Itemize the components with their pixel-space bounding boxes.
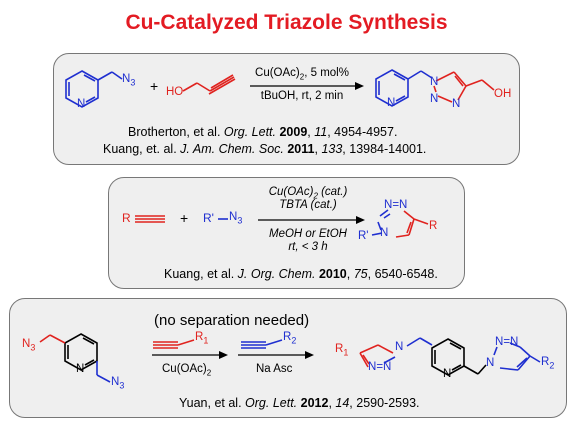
separation-note: (no separation needed): [154, 312, 310, 329]
product-triazole-right: [493, 342, 541, 371]
pyridine-ring-product: [375, 69, 433, 107]
reagent-r2: R2: [283, 331, 297, 346]
condition-catalyst: Cu(OAc)2, 5 mol%: [255, 67, 349, 82]
plus-sign-2: +: [180, 210, 189, 226]
reaction-panel-3: [9, 298, 567, 418]
reaction-arrow-3a: [152, 351, 228, 359]
product-r2: R2: [541, 356, 555, 371]
product-pyridine-n: N: [387, 97, 396, 109]
pyridine-n-reactant: N: [76, 363, 85, 375]
page-title: Cu-Catalyzed Triazole Synthesis: [125, 11, 448, 34]
alkyne-r-label: R: [122, 211, 131, 225]
product-left-n1: N: [395, 341, 404, 353]
reaction-arrow-1: [250, 82, 364, 90]
condition-cat2: TBTA (cat.): [279, 199, 337, 211]
azide-label: N3: [122, 73, 136, 88]
reagent-r1: R1: [195, 331, 209, 346]
propargyl-alcohol: [182, 74, 236, 95]
reaction-arrow-3b: [238, 351, 314, 359]
azide-arm-2: [96, 361, 111, 383]
triazole-n1: N: [430, 76, 439, 88]
condition-cu: Cu(OAc)2: [162, 363, 212, 378]
reference-3: Kuang, et al. J. Org. Chem. 2010, 75, 65…: [164, 267, 438, 281]
reaction-panel-1: [53, 53, 520, 165]
product-r-prime: R': [358, 230, 369, 242]
product-right-n1: N: [486, 357, 495, 369]
pyridine-core-product: [431, 338, 487, 376]
product-r1: R1: [335, 343, 349, 358]
pyridine-n-label: N: [77, 98, 86, 110]
condition-solvent-2: MeOH or EtOH: [269, 228, 347, 240]
product-left-n2: N=N: [368, 361, 392, 373]
product-pyridine-n-3: N: [443, 368, 452, 380]
alkyne-reagent-1: [153, 339, 195, 349]
condition-na-asc: Na Asc: [256, 363, 293, 375]
reaction-panel-2: [108, 177, 465, 289]
reference-4: Yuan, et al. Org. Lett. 2012, 14, 2590-2…: [179, 396, 420, 410]
triazole-n-top: N=N: [384, 199, 408, 211]
triazole-ring-product: [433, 71, 495, 103]
product-right-n2: N=N: [495, 336, 519, 348]
condition-solvent: tBuOH, rt, 2 min: [260, 90, 344, 102]
hydroxyl-label: HO: [166, 86, 184, 98]
triazole-n-bottom: N: [380, 227, 389, 239]
azide-arm-1: [39, 334, 66, 344]
reference-2: Kuang, et. al. J. Am. Chem. Soc. 2011, 1…: [103, 142, 427, 156]
plus-sign-1: +: [150, 78, 159, 94]
product-r: R: [429, 220, 438, 232]
triazole-n3: N: [452, 98, 461, 110]
azide-n3-label: N3: [229, 211, 243, 226]
condition-cat1: Cu(OAc)2 (cat.): [268, 186, 348, 201]
product-hydroxyl: OH: [494, 88, 512, 100]
product-triazole-left: [359, 344, 394, 368]
azide-r-prime: R': [203, 211, 214, 225]
azide-right-label: N3: [111, 376, 125, 391]
triazole-n2: N: [430, 93, 439, 105]
terminal-alkyne: [135, 215, 165, 223]
pyridine-ring-reactant: [65, 70, 123, 108]
alkyne-reagent-2: [241, 339, 283, 349]
reference-1: Brotherton, et al. Org. Lett. 2009, 11, …: [128, 125, 398, 139]
condition-time-2: rt, < 3 h: [288, 241, 328, 253]
azide-left-label: N3: [22, 338, 36, 353]
triazole-ring-generic: [395, 210, 429, 238]
reaction-arrow-2: [258, 216, 365, 224]
